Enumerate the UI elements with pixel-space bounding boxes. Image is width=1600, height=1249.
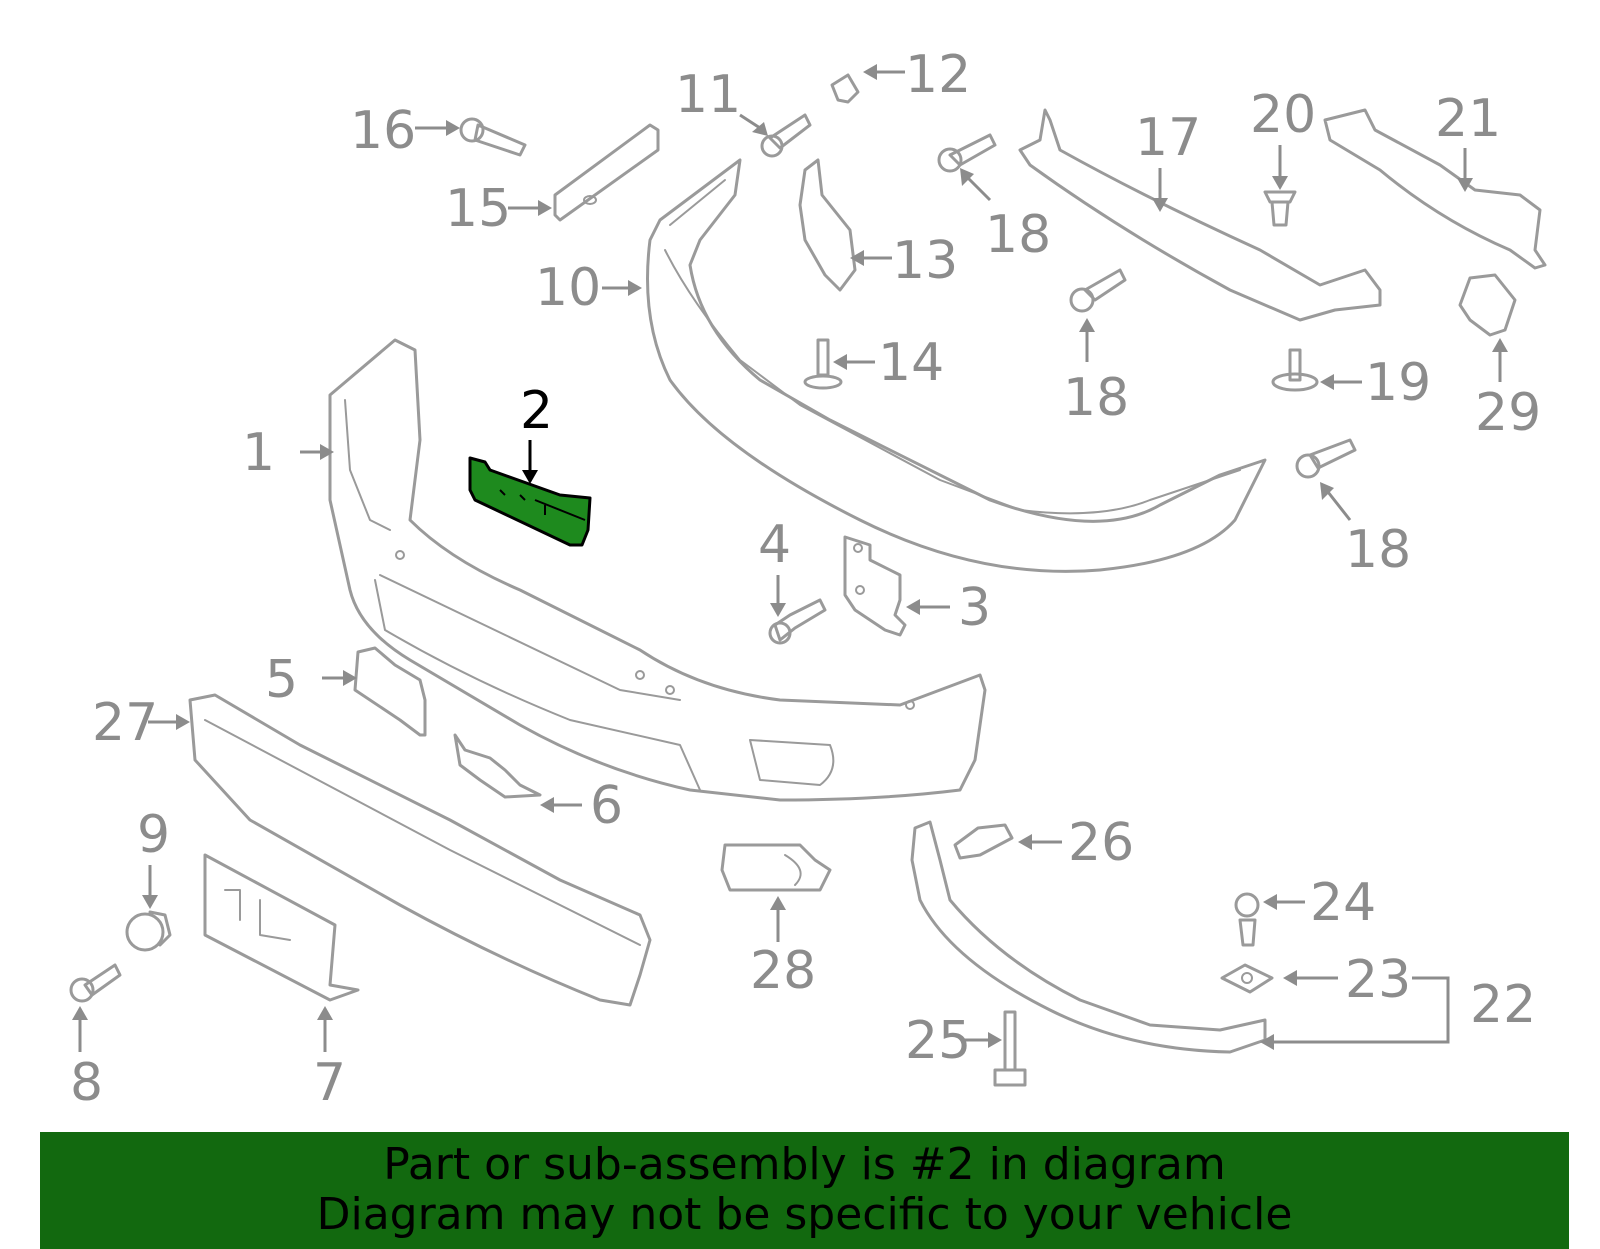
callout-23: 23	[1345, 950, 1411, 1010]
callout-5: 5	[265, 650, 298, 710]
part-2-bracket-highlighted	[468, 456, 592, 547]
callout-18-b: 18	[1063, 368, 1129, 428]
callout-24: 24	[1310, 873, 1376, 933]
callout-14: 14	[878, 333, 944, 393]
callout-22: 22	[1470, 975, 1536, 1035]
part-23-nut	[1220, 963, 1274, 994]
banner-line-1: Part or sub-assembly is #2 in diagram	[383, 1139, 1226, 1190]
callout-labels: 2 1 10 16 15 11 12 13 14 18 17 18 20 19 …	[70, 45, 1541, 1113]
callout-20: 20	[1250, 85, 1316, 145]
part-5-bracket	[353, 646, 427, 737]
callout-17: 17	[1135, 108, 1201, 168]
callout-15: 15	[445, 179, 511, 239]
callout-9: 9	[137, 805, 170, 865]
bolt-25	[993, 1010, 1027, 1087]
part-29-bracket	[1458, 273, 1517, 337]
callout-18-c: 18	[1345, 520, 1411, 580]
callout-16: 16	[350, 101, 416, 161]
part-10-bumper-cover	[646, 158, 1267, 573]
callout-19: 19	[1365, 353, 1431, 413]
bolt-11	[760, 113, 812, 158]
part-13-panel	[798, 158, 857, 292]
callout-4: 4	[758, 515, 791, 575]
bolt-18a	[937, 133, 997, 173]
parts-diagram: 2 1 10 16 15 11 12 13 14 18 17 18 20 19 …	[69, 45, 1547, 1113]
part-17-reinforcement	[1018, 108, 1382, 322]
callout-8: 8	[70, 1053, 103, 1113]
part-3-plate	[843, 535, 907, 637]
part-9-clip	[125, 910, 172, 952]
callout-6: 6	[590, 776, 623, 836]
part-6-bracket	[453, 733, 542, 799]
part-28-bezel	[720, 843, 832, 892]
bolt-18b	[1069, 268, 1127, 313]
callout-26: 26	[1068, 813, 1134, 873]
bolt-4	[768, 598, 827, 645]
part-12-clip	[830, 73, 860, 104]
callout-21: 21	[1435, 89, 1501, 149]
callout-13: 13	[892, 231, 958, 291]
part-27-absorber	[188, 693, 652, 1007]
callout-7: 7	[313, 1053, 346, 1113]
callout-1: 1	[242, 423, 275, 483]
part-26-bracket	[953, 823, 1014, 860]
part-7-license-bracket	[203, 853, 360, 1002]
part-1-front-bumper	[328, 338, 987, 802]
info-banner: Part or sub-assembly is #2 in diagram Di…	[40, 1132, 1569, 1249]
callout-18-a: 18	[985, 205, 1051, 265]
callout-28: 28	[750, 941, 816, 1001]
callout-2: 2	[520, 381, 553, 441]
callout-27: 27	[92, 693, 158, 753]
callout-3: 3	[958, 578, 991, 638]
bolt-16	[459, 117, 527, 157]
callout-12: 12	[905, 45, 971, 105]
part-14-pin	[803, 338, 843, 390]
bolt-24	[1234, 892, 1260, 947]
callout-10: 10	[535, 258, 601, 318]
callout-arrows	[72, 64, 1508, 1052]
part-20-push-pin	[1263, 190, 1297, 227]
callout-11: 11	[675, 65, 741, 125]
part-19-pin	[1271, 348, 1319, 392]
part-22-valance	[910, 820, 1267, 1054]
part-21-side-bracket	[1323, 108, 1547, 270]
banner-line-2: Diagram may not be specific to your vehi…	[316, 1189, 1293, 1240]
bolt-8	[69, 963, 122, 1003]
part-15-strip	[553, 123, 660, 222]
callout-29: 29	[1475, 383, 1541, 443]
callout-25: 25	[905, 1011, 971, 1071]
bolt-18c	[1295, 438, 1357, 479]
